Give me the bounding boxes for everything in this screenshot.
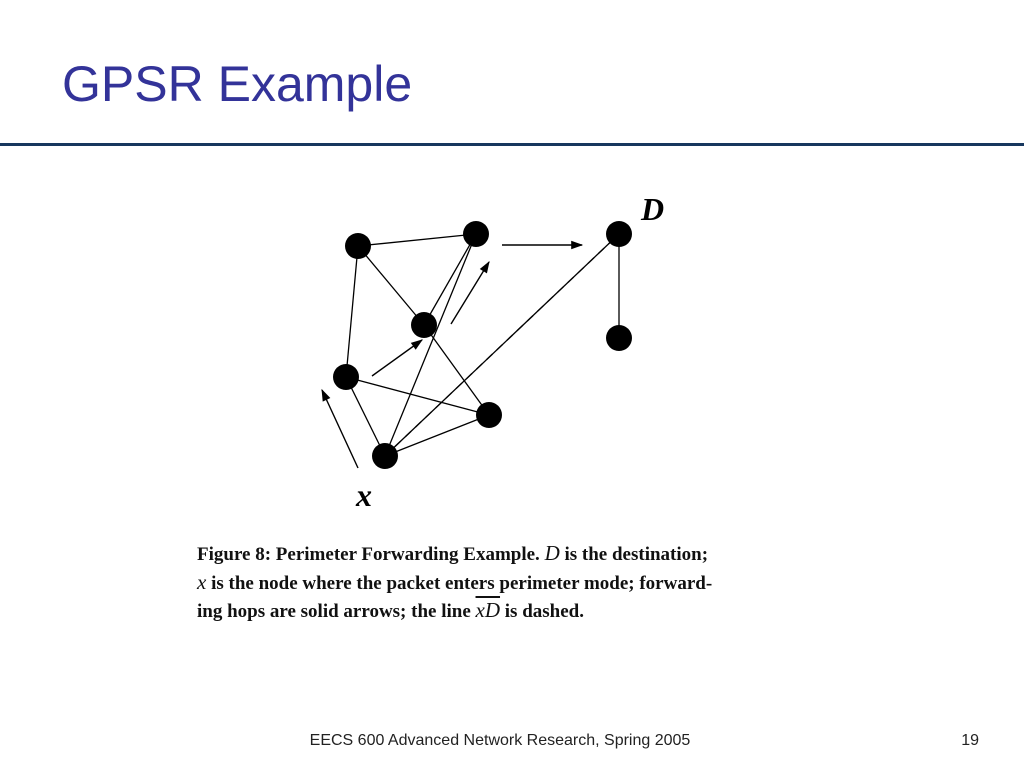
node-n4 <box>411 312 437 338</box>
edge-n5-n8 <box>345 376 490 416</box>
node-n8 <box>476 402 502 428</box>
slide-title: GPSR Example <box>62 56 413 112</box>
node-n5 <box>333 364 359 390</box>
dashed-edge-n6-n3 <box>384 233 620 457</box>
caption-part-5: is dashed. <box>500 601 584 622</box>
title-divider <box>0 143 1024 146</box>
caption-d-symbol: D <box>544 541 560 565</box>
forward-arrow-2 <box>371 339 423 377</box>
caption-part-3: is the node where the packet enters peri… <box>206 572 713 594</box>
footer-text: EECS 600 Advanced Network Research, Spri… <box>309 732 691 749</box>
caption-xd-symbol: xD <box>475 598 501 622</box>
destination-label: D <box>640 191 664 227</box>
node-n2 <box>463 221 489 247</box>
caption-part-1: Figure 8: Perimeter Forwarding Example. <box>197 544 545 565</box>
edge-n5-n6 <box>345 376 386 457</box>
edge-n4-n8 <box>423 324 490 416</box>
edge-n2-n4 <box>423 233 477 326</box>
page-number: 19 <box>961 732 979 749</box>
nodes <box>333 221 632 469</box>
edge-n6-n8 <box>384 414 490 457</box>
source-label: x <box>355 477 372 513</box>
node-n6 <box>372 443 398 469</box>
figure-caption: Figure 8: Perimeter Forwarding Example. … <box>197 540 807 626</box>
forwarding-arrows <box>321 240 584 469</box>
edge-n1-n2 <box>357 233 477 247</box>
edge-n1-n4 <box>357 245 425 326</box>
node-n7 <box>606 325 632 351</box>
edge-n1-n5 <box>345 245 359 378</box>
caption-x-symbol: x <box>197 569 207 594</box>
caption-part-4: ing hops are solid arrows; the line <box>197 601 476 622</box>
edge-n2-n6 <box>384 233 477 457</box>
forward-arrow-1 <box>321 388 359 469</box>
node-n3 <box>606 221 632 247</box>
caption-part-2: is the destination; <box>559 544 709 565</box>
edges <box>345 233 620 457</box>
node-n1 <box>345 233 371 259</box>
forward-arrow-3 <box>450 260 490 325</box>
